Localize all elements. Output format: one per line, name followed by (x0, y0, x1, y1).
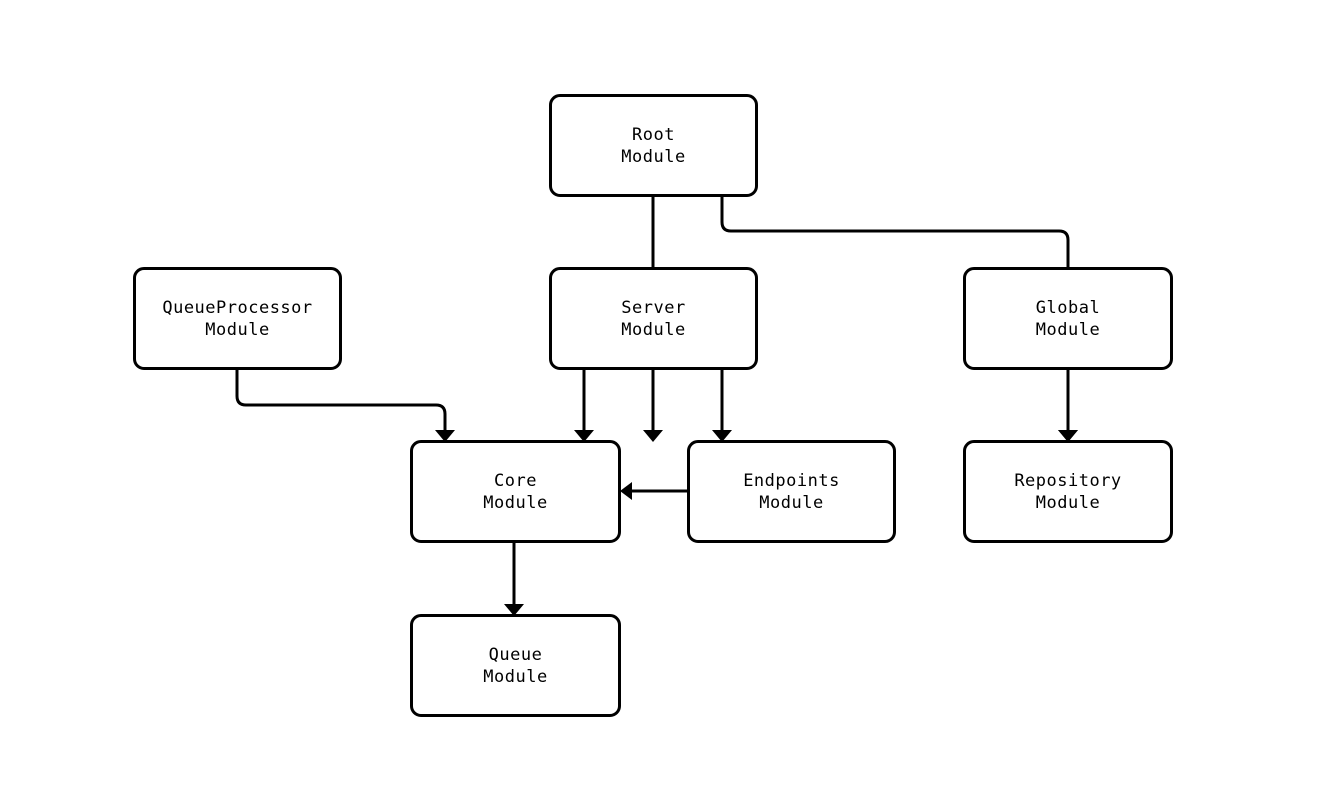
node-label-secondary: Module (483, 666, 548, 687)
node-label-secondary: Module (759, 492, 824, 513)
arrowhead-root-server (643, 430, 663, 442)
node-label-primary: Server (621, 297, 686, 318)
edge-server-core (574, 370, 594, 442)
node-label-primary: Endpoints (743, 470, 840, 491)
node-label-primary: QueueProcessor (162, 297, 313, 318)
node-label-primary: Core (494, 470, 537, 491)
node-label-secondary: Module (1035, 492, 1101, 513)
node-label-secondary: Module (621, 319, 686, 340)
edge-global-repository (1058, 370, 1078, 442)
node-label-primary: Repository (1014, 470, 1122, 491)
edge-server-endpoints (712, 370, 732, 442)
edge-endpoints-core (620, 482, 687, 500)
node-label-secondary: Module (205, 319, 270, 340)
edge-line (235, 370, 447, 432)
arrowhead-endpoints-core (620, 482, 632, 500)
node-label-secondary: Module (1035, 319, 1101, 340)
node-label-primary: Global (1035, 297, 1101, 318)
edge-queueprocessor-core (235, 370, 455, 442)
node-label-primary: Queue (488, 644, 543, 665)
node-label-primary: Root (632, 124, 675, 145)
edge-core-queue (504, 543, 524, 616)
node-label-secondary: Module (621, 146, 686, 167)
node-label-secondary: Module (483, 492, 548, 513)
